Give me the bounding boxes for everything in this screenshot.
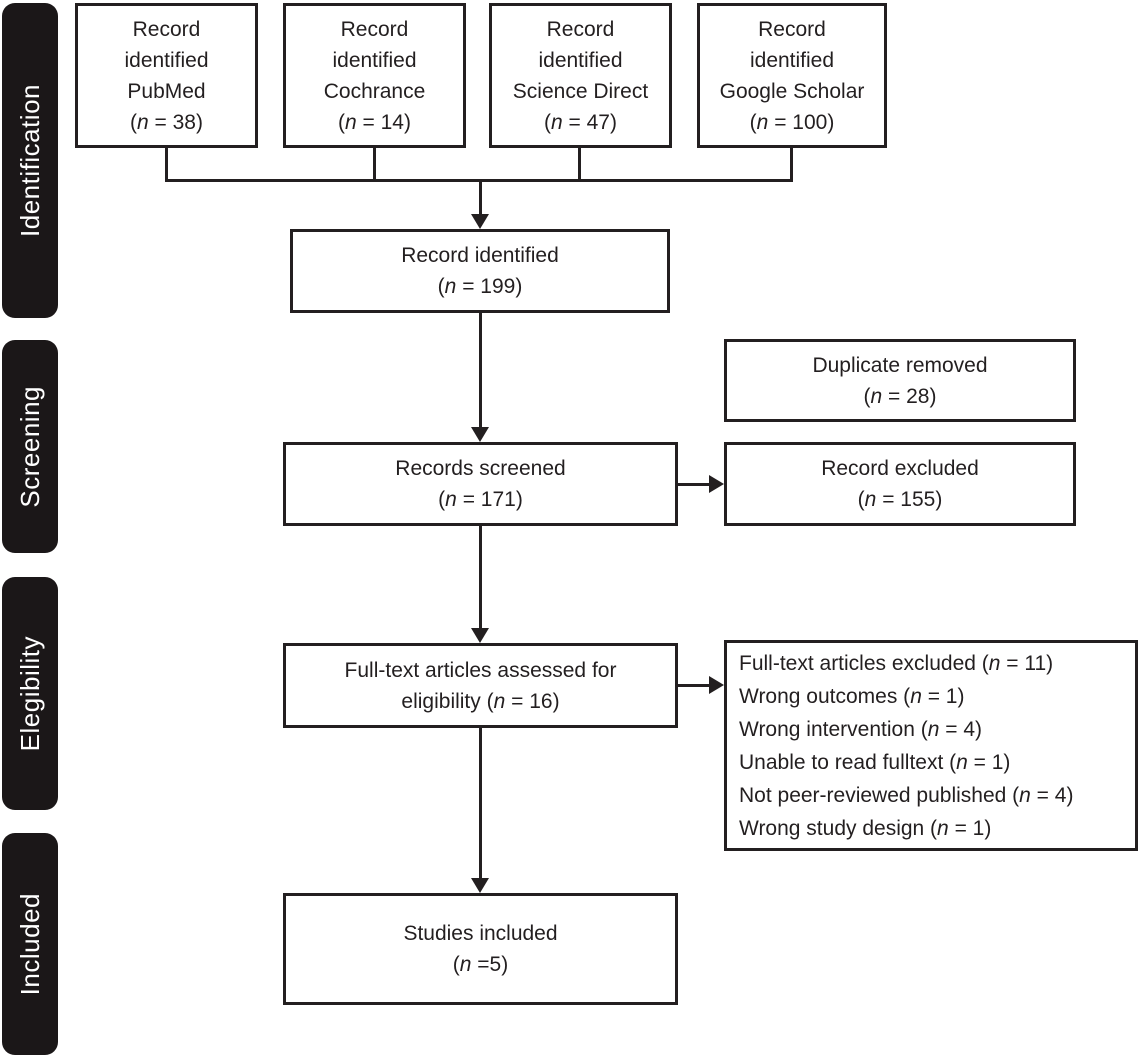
box-text-line: Wrong outcomes (n = 1) (739, 684, 965, 708)
connector-identified-to-screened (479, 313, 482, 430)
arrowhead-to-record-excluded (709, 475, 724, 493)
box-text-line: Full-text articles assessed for (344, 658, 617, 682)
box-text-line: eligibility (n = 16) (401, 689, 560, 713)
box-text-line: PubMed (127, 79, 206, 103)
arrowhead-to-fulltext-assessed (471, 628, 489, 643)
box-text-line: Not peer-reviewed published (n = 4) (739, 783, 1074, 807)
box-text-line: Record (340, 17, 409, 41)
box-text-line: (n =5) (452, 953, 509, 976)
box-text-line: (n = 199) (437, 275, 523, 298)
box-text-line: identified (332, 48, 417, 72)
box-text-line: Full-text articles excluded (n = 11) (739, 651, 1054, 675)
box-text-line: Records screened (395, 457, 566, 480)
box-text-line: Record excluded (821, 457, 979, 480)
stage-label-identification: Identification (14, 84, 45, 237)
stage-pill-screening: Screening (2, 340, 58, 553)
box-text-line: Science Direct (512, 79, 649, 103)
stage-label-screening: Screening (14, 385, 45, 508)
box-text-line: Studies included (403, 922, 558, 945)
stage-label-included: Included (14, 892, 45, 996)
box-text-line: (n = 28) (863, 384, 937, 408)
connector-screened-to-assessed (479, 526, 482, 631)
box-text-line: Duplicate removed (812, 353, 988, 377)
box-text-line: Record (132, 17, 201, 41)
box-text-line: (n = 100) (749, 110, 835, 134)
box-text-line: Google Scholar (719, 79, 865, 103)
connector-assessed-to-ftexcluded (678, 684, 712, 687)
box-text-line: Record identified (401, 244, 559, 267)
stage-pill-included: Included (2, 833, 58, 1055)
box-record-excluded: Record excluded (n = 155) (724, 442, 1076, 526)
box-text-line: (n = 155) (857, 488, 943, 511)
arrowhead-to-studies-included (471, 878, 489, 893)
box-fulltext-assessed: Full-text articles assessed for eligibili… (283, 643, 678, 728)
box-text-line: (n = 14) (338, 110, 411, 134)
box-text-line: Unable to read fulltext (n = 1) (739, 750, 1011, 774)
box-text-line: (n = 47) (544, 110, 617, 134)
connector-merge-drop (479, 179, 482, 217)
connector-stub-cochrance (373, 148, 376, 182)
box-text-line: (n = 38) (130, 110, 203, 134)
connector-stub-pubmed (165, 148, 168, 182)
box-text-line: Record (758, 17, 826, 41)
stage-pill-elegibility: Elegibility (2, 577, 58, 810)
stage-pill-identification: Identification (2, 3, 58, 318)
box-studies-included: Studies included (n =5) (283, 893, 678, 1005)
box-records-screened: Records screened (n = 171) (283, 442, 678, 526)
box-text-line: identified (538, 48, 623, 72)
box-text-line: Wrong study design (n = 1) (739, 816, 992, 840)
arrowhead-to-record-identified (471, 214, 489, 229)
arrowhead-to-records-screened (471, 427, 489, 442)
box-record-identified-total: Record identified (n = 199) (290, 229, 670, 313)
box-text-line: Wrong intervention (n = 4) (739, 717, 982, 741)
box-duplicate-removed: Duplicate removed (n = 28) (724, 339, 1076, 422)
box-text-line: identified (749, 48, 835, 72)
connector-screened-to-excluded (678, 483, 712, 486)
stage-label-elegibility: Elegibility (14, 635, 45, 752)
box-text-line: (n = 171) (438, 488, 523, 511)
arrowhead-to-fulltext-excluded (709, 676, 724, 694)
connector-stub-google-scholar (790, 148, 793, 182)
box-text-line: Record (546, 17, 615, 41)
connector-assessed-to-included (479, 728, 482, 880)
connector-stub-science-direct (578, 148, 581, 182)
box-fulltext-excluded: Full-text articles excluded (n = 11) Wron… (724, 640, 1138, 851)
box-text-line: Cochrance (323, 79, 426, 103)
box-text-line: identified (124, 48, 209, 72)
